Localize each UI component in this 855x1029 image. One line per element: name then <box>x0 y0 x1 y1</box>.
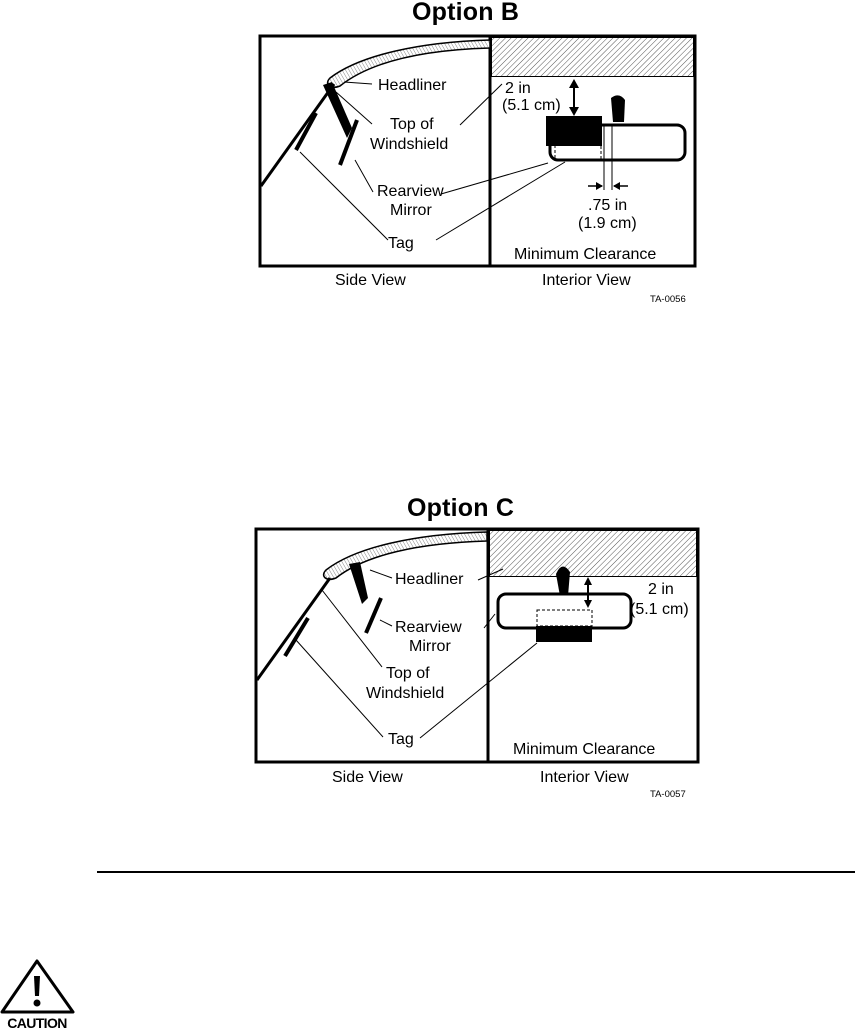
dim-vertical-label-2: (5.1 cm) <box>630 601 689 618</box>
caution-warning-icon: CAUTION <box>0 958 75 1029</box>
rearview-mirror-side <box>366 598 381 633</box>
rearview-mirror-interior <box>498 594 631 628</box>
minimum-clearance-label: Minimum Clearance <box>513 741 655 758</box>
option-c-figure: Headliner Rearview Mirror Top of Windshi… <box>0 0 855 820</box>
mirror-mount <box>349 562 368 604</box>
windshield-line <box>257 578 330 680</box>
rearview-mirror-label-2: Mirror <box>409 638 451 655</box>
side-view-caption: Side View <box>332 769 403 786</box>
tag-label: Tag <box>388 731 414 748</box>
section-divider <box>97 871 855 873</box>
headliner-label: Headliner <box>395 571 464 588</box>
rearview-mirror-label-1: Rearview <box>395 619 462 636</box>
interior-view-caption: Interior View <box>540 769 629 786</box>
figure-code: TA-0057 <box>650 789 686 800</box>
dim-vertical-label-1: 2 in <box>648 581 674 598</box>
tag-interior <box>536 626 592 642</box>
mirror-stem <box>556 566 570 596</box>
top-of-windshield-label-2: Windshield <box>366 685 444 702</box>
top-of-windshield-label-1: Top of <box>386 665 430 682</box>
caution-text: CAUTION <box>7 1015 67 1029</box>
headliner-hatch <box>490 531 697 577</box>
